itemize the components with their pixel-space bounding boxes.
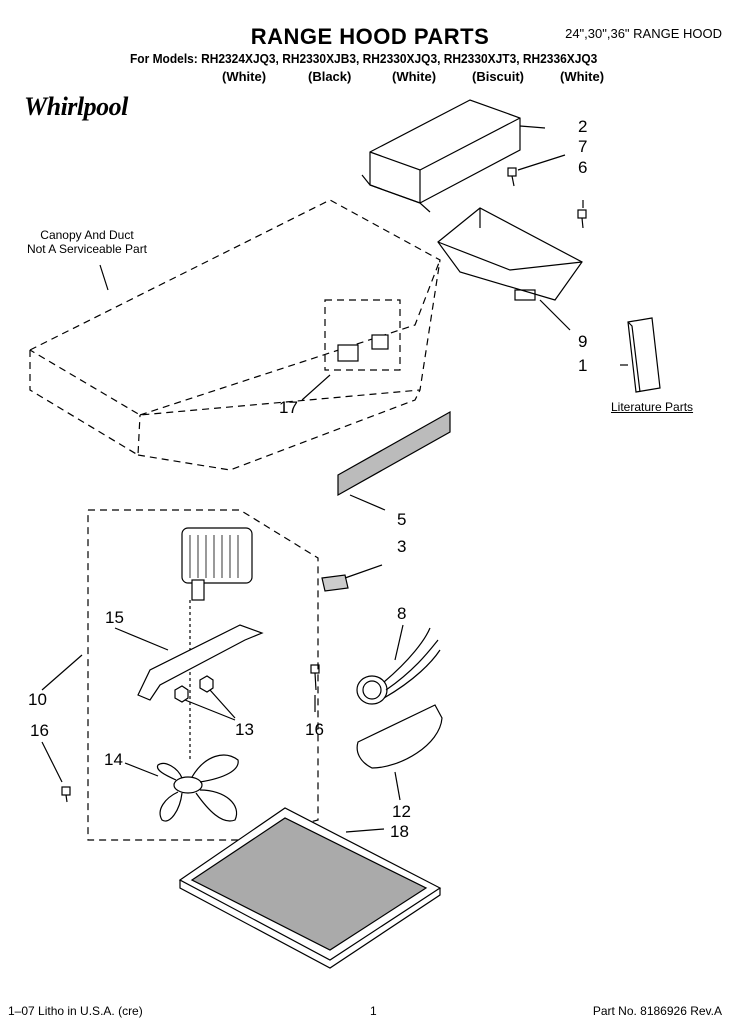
part-3-switch-knob (321, 564, 383, 592)
part-5-lens-strip (337, 410, 451, 511)
canopy-note-line2: Not A Serviceable Part (26, 242, 148, 256)
part-7-screw (507, 154, 566, 187)
canopy-outline (29, 199, 441, 471)
part-1-literature (620, 317, 661, 393)
part-6-screw (577, 200, 587, 229)
hood-type-label: 24",30",36" RANGE HOOD (565, 26, 722, 41)
part-16-screw-left (41, 741, 71, 803)
color-3: (White) (392, 69, 437, 84)
canopy-note: Canopy And Duct Not A Serviceable Part (22, 228, 152, 256)
footer-litho: 1–07 Litho in U.S.A. (cre) (8, 1004, 143, 1018)
callout-3: 3 (397, 537, 407, 556)
part-8-socket (356, 624, 441, 705)
callout-18: 18 (390, 822, 409, 841)
footer-part-number: Part No. 8186926 Rev.A (592, 1004, 722, 1018)
callout-16-right: 16 (305, 720, 324, 739)
callout-12: 12 (392, 802, 411, 821)
callout-6: 6 (578, 158, 588, 177)
part-2-duct-connector (361, 99, 546, 213)
callout-1: 1 (578, 356, 588, 375)
part-10-leader (41, 654, 83, 691)
part-14-fan-blade (124, 754, 239, 822)
part-18-grease-filter (178, 807, 442, 969)
part-17-switches (301, 334, 389, 401)
callout-2: 2 (578, 117, 588, 136)
callout-5: 5 (397, 510, 407, 529)
callout-10: 10 (28, 690, 47, 709)
callout-7: 7 (578, 137, 588, 156)
callout-17: 17 (279, 398, 298, 417)
color-1: (White) (222, 69, 267, 84)
footer-page-number: 1 (370, 1004, 377, 1018)
callout-16-left: 16 (30, 721, 49, 740)
part-12-light-cover (356, 704, 443, 801)
literature-parts-label: Literature Parts (611, 400, 694, 414)
part-motor (181, 527, 253, 760)
page-title: RANGE HOOD PARTS (250, 24, 490, 49)
color-4: (Biscuit) (472, 69, 524, 84)
callout-15: 15 (105, 608, 124, 627)
part-16-screw-right (310, 664, 320, 712)
canopy-note-line1: Canopy And Duct (40, 228, 134, 242)
models-line: For Models: RH2324XJQ3, RH2330XJB3, RH23… (130, 51, 598, 66)
motor-assembly-outline (87, 509, 319, 841)
canopy-leader (99, 264, 109, 291)
callout-8: 8 (397, 604, 407, 623)
callout-13: 13 (235, 720, 254, 739)
callout-9: 9 (578, 332, 588, 351)
part-9-damper-plate (437, 207, 583, 331)
part-13-nuts (174, 675, 236, 721)
color-5: (White) (560, 69, 605, 84)
callout-14: 14 (104, 750, 123, 769)
color-2: (Black) (308, 69, 352, 84)
whirlpool-logo: Whirlpool (24, 92, 128, 121)
part-15-bracket (114, 624, 264, 701)
